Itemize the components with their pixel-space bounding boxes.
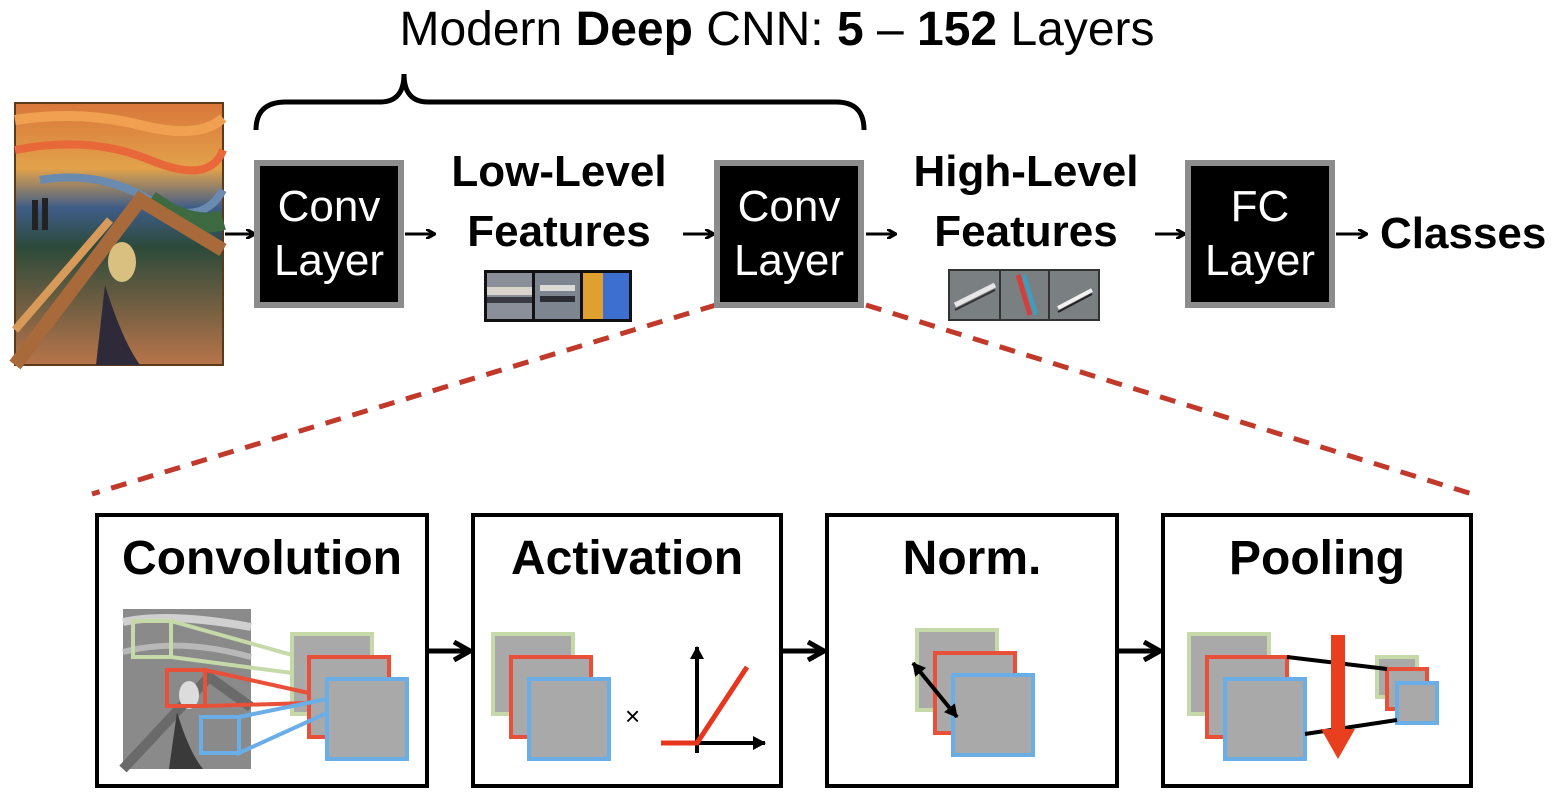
double-arrow-icon [911, 661, 959, 719]
stage-convolution: Convolution [95, 513, 429, 788]
pooling-illustration [1187, 632, 1439, 761]
stage-title: Norm. [902, 532, 1042, 585]
zoom-line-left [91, 302, 717, 497]
low-level-feature-thumbnails [484, 270, 632, 322]
scream-painting-thumbnail [9, 102, 227, 370]
convolution-illustration [119, 609, 409, 773]
conv-layer-box-2: Conv Layer [714, 160, 864, 308]
stage-normalization: Norm. [825, 513, 1119, 788]
activation-illustration [491, 632, 766, 761]
conv-layer-line1: Conv [277, 182, 381, 231]
conv-layer-line2: Layer [273, 236, 385, 285]
low-level-features-label: Low-Level Features [451, 147, 667, 256]
stage-activation: Activation × [471, 513, 783, 788]
stage-pooling: Pooling [1161, 513, 1473, 788]
stage-title: Pooling [1229, 532, 1405, 585]
stage-title: Activation [510, 532, 744, 585]
conv-layer-line1: Conv [737, 182, 841, 231]
classes-label: Classes [1380, 209, 1547, 258]
normalization-illustration [911, 628, 1035, 757]
fc-layer-box: FC Layer [1185, 160, 1335, 308]
relu-graph-icon [661, 646, 766, 753]
down-arrow-icon [1321, 635, 1355, 759]
diagram-title: Modern Deep CNN: 5 – 152 Layers [399, 3, 1155, 56]
conv-layer-line2: Layer [733, 236, 845, 285]
fc-layer-line1: FC [1230, 182, 1290, 231]
multiply-operator: × [625, 701, 641, 731]
fc-layer-line2: Layer [1204, 236, 1316, 285]
high-level-feature-thumbnails [948, 269, 1100, 321]
high-level-features-label: High-Level Features [913, 147, 1139, 256]
curly-brace-icon [253, 73, 867, 131]
zoom-line-right [865, 302, 1473, 497]
stage-title: Convolution [122, 532, 402, 585]
conv-layer-box-1: Conv Layer [254, 160, 404, 308]
